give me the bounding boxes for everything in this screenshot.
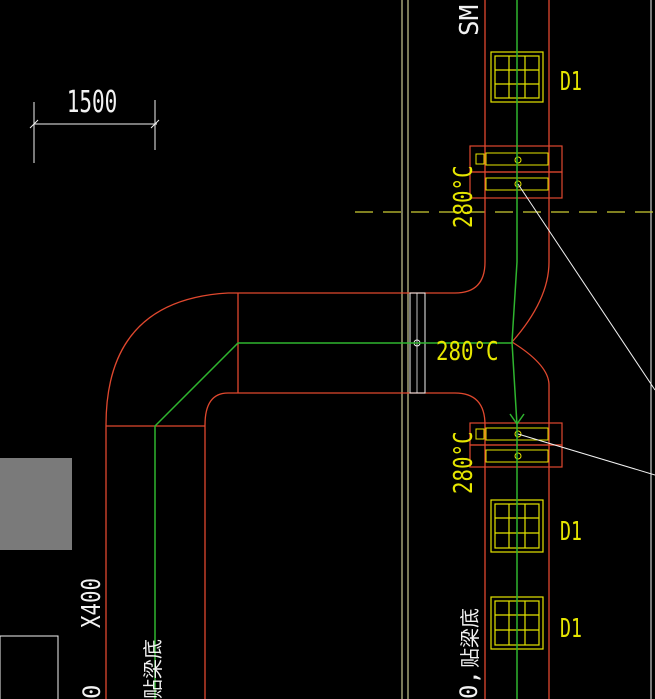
duct-horizontal-branch	[105, 292, 486, 699]
dimension-1500: 1500	[29, 85, 160, 163]
label-beam-note-right: 贴梁底	[458, 608, 482, 668]
label-temp-mid: 280°C	[436, 336, 499, 367]
wall-lines	[401, 0, 652, 699]
leader-lines	[517, 183, 655, 476]
duct-vertical-top	[454, 0, 550, 343]
label-d1-mid: D1	[560, 517, 582, 547]
label-d1-bottom: D1	[560, 614, 582, 644]
label-left-edge-digit: 0	[78, 685, 106, 699]
label-d1-top: D1	[560, 67, 582, 97]
label-duct-size: X400	[76, 578, 107, 628]
duct-vertical-bottom	[484, 341, 550, 699]
label-temp-bottom: 280°C	[448, 431, 479, 494]
fire-damper-top	[469, 145, 563, 199]
label-temp-top: 280°C	[448, 165, 479, 228]
duct-centerline	[154, 0, 525, 699]
fire-damper-bottom	[469, 422, 563, 468]
white-outline-block	[0, 635, 59, 699]
dimension-value: 1500	[67, 85, 118, 120]
gray-block	[0, 458, 72, 550]
label-beam-note-left: 贴梁底	[141, 639, 165, 699]
label-right-note-digit: 0,	[455, 670, 483, 699]
label-sm: SM	[455, 5, 485, 36]
